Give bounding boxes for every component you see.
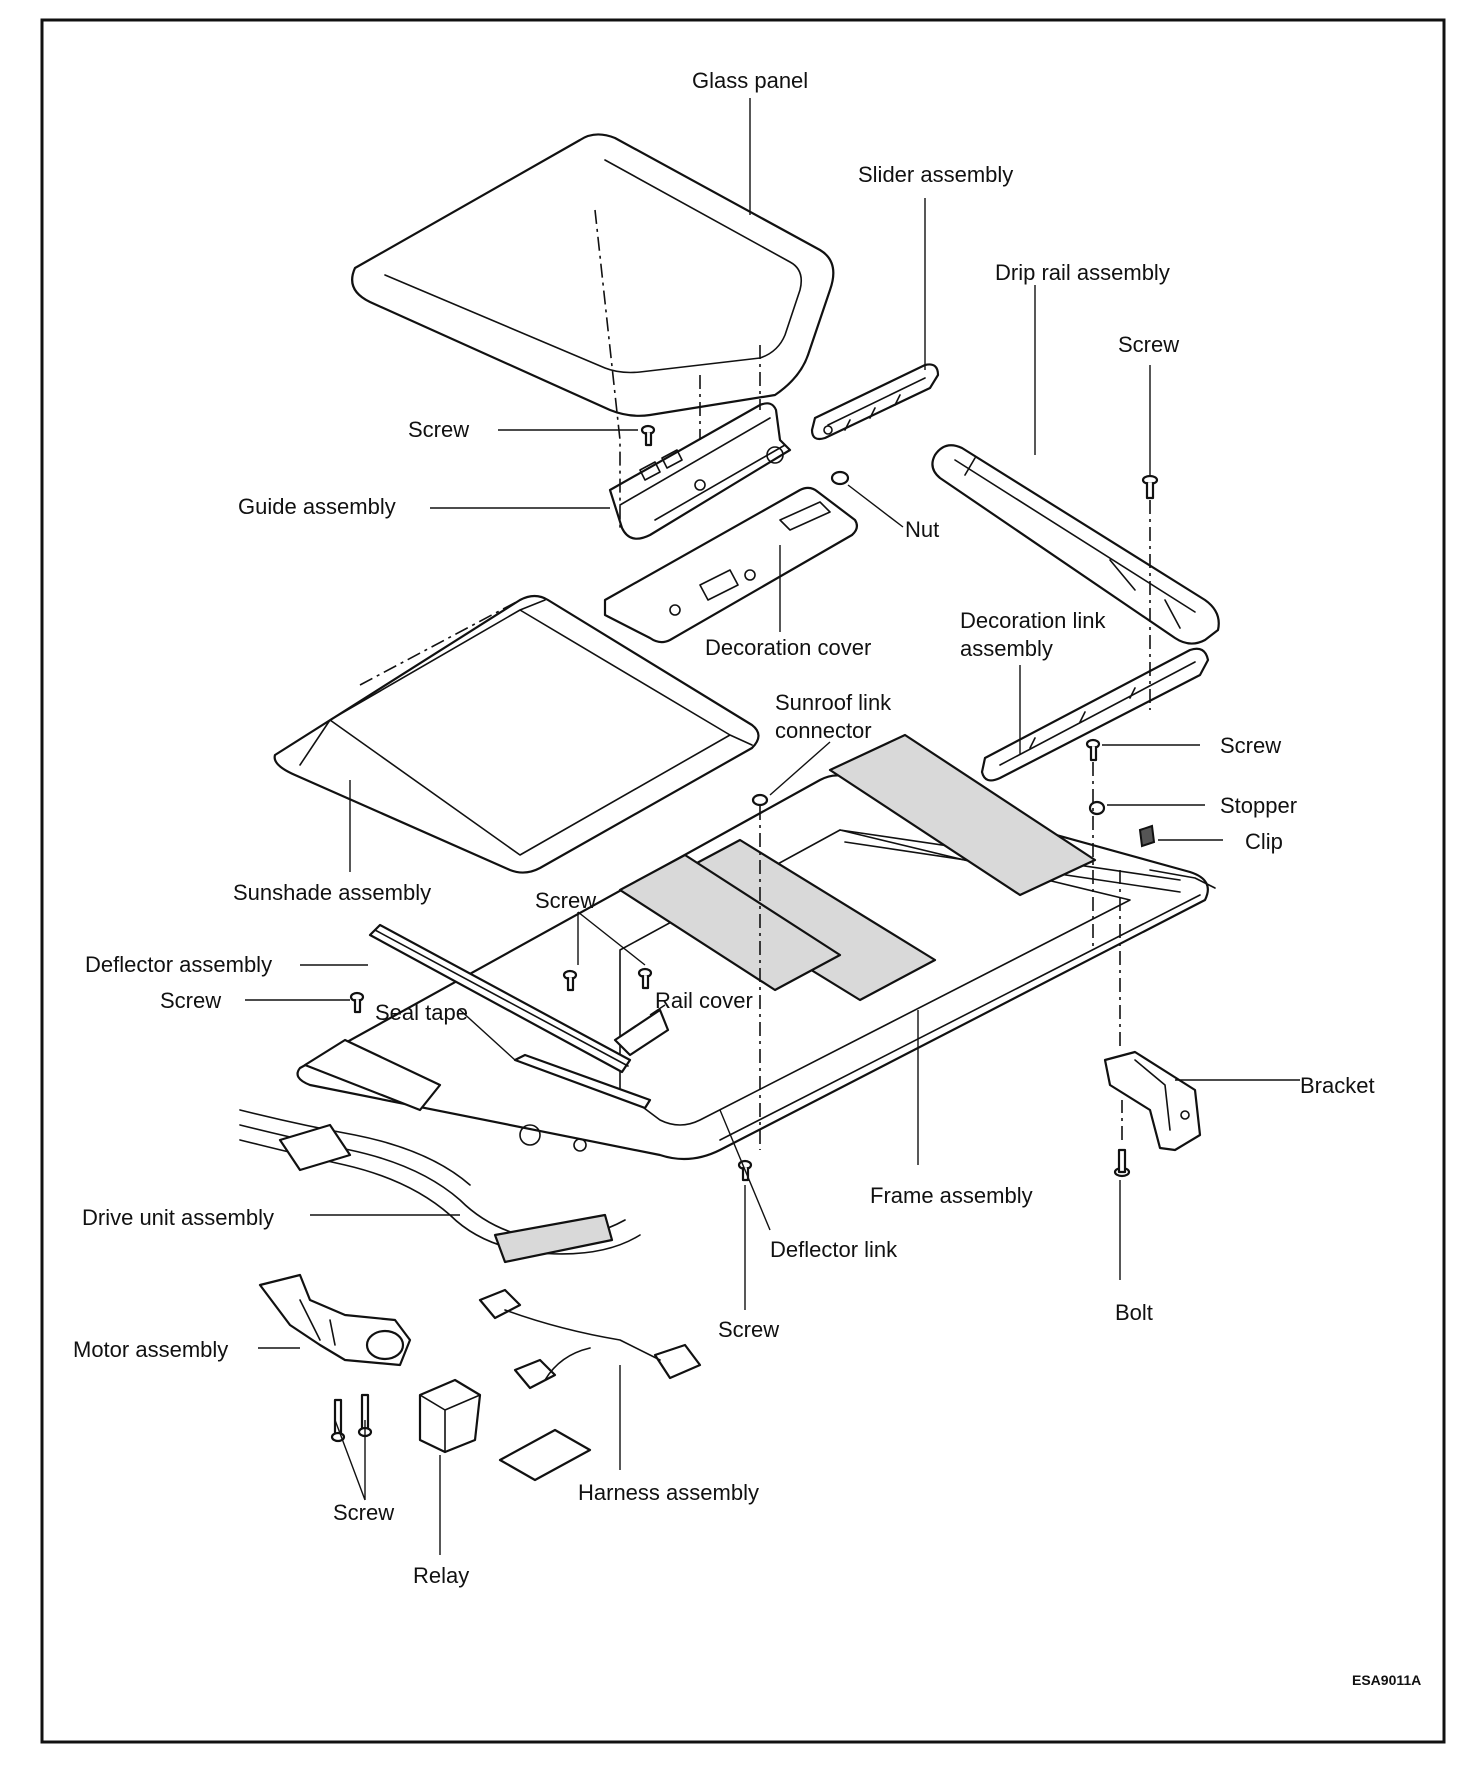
- label-drip-rail-assembly: Drip rail assembly: [995, 260, 1170, 285]
- screw-right-part: [1085, 738, 1101, 762]
- label-decoration-link-2: assembly: [960, 636, 1053, 661]
- label-bracket: Bracket: [1300, 1073, 1375, 1098]
- label-screw-drip-rail: Screw: [1118, 332, 1179, 357]
- screw-left-part: [349, 991, 365, 1014]
- seal-tape-part: [513, 1053, 652, 1110]
- label-decoration-link-1: Decoration link: [960, 608, 1107, 633]
- glass-panel-part: [351, 133, 835, 417]
- screw-deflector-left-part: [562, 969, 578, 992]
- diagram-border: [40, 18, 1446, 1744]
- slider-assembly-part: [810, 363, 940, 441]
- label-stopper: Stopper: [1220, 793, 1297, 818]
- label-relay: Relay: [413, 1563, 469, 1588]
- label-sunroof-link-1: Sunroof link: [775, 690, 892, 715]
- guide-assembly-part: [608, 402, 792, 540]
- rear-housing-part: [303, 1038, 587, 1152]
- label-screw-deflector: Screw: [535, 888, 596, 913]
- harness-assembly-part: [478, 1288, 702, 1482]
- label-deflector-link: Deflector link: [770, 1237, 898, 1262]
- label-screw-right: Screw: [1220, 733, 1281, 758]
- label-screw-guide: Screw: [408, 417, 469, 442]
- screw-drive-unit-part: [737, 1159, 753, 1182]
- figure-code: ESA9011A: [1352, 1672, 1421, 1688]
- drive-unit-assembly-part: [239, 1109, 641, 1264]
- label-frame-assembly: Frame assembly: [870, 1183, 1033, 1208]
- stopper-part: [1088, 800, 1106, 816]
- decoration-link-assembly-part: [980, 647, 1210, 782]
- sunshade-assembly-part: [273, 594, 760, 874]
- label-sunroof-link-2: connector: [775, 718, 872, 743]
- screw-drip-rail-part: [1141, 474, 1159, 500]
- label-decoration-cover: Decoration cover: [705, 635, 871, 660]
- label-bolt: Bolt: [1115, 1300, 1153, 1325]
- deflector-assembly-part: [368, 923, 632, 1074]
- alignment-lines: [359, 209, 1151, 1150]
- screw-motor-left-part: [330, 1398, 346, 1443]
- label-screw-left: Screw: [160, 988, 221, 1013]
- label-rail-cover: Rail cover: [655, 988, 753, 1013]
- label-screw-motor: Screw: [333, 1500, 394, 1525]
- label-deflector-assembly: Deflector assembly: [85, 952, 272, 977]
- label-clip: Clip: [1245, 829, 1283, 854]
- label-motor-assembly: Motor assembly: [73, 1337, 228, 1362]
- rail-cover-part: [613, 1008, 670, 1057]
- label-sunshade-assembly: Sunshade assembly: [233, 880, 431, 905]
- part-labels: Glass panel Slider assembly Drip rail as…: [73, 68, 1421, 1688]
- motor-assembly-part: [258, 1273, 412, 1367]
- nut-part: [830, 470, 850, 486]
- screw-deflector-right-part: [637, 967, 653, 990]
- label-seal-tape: Seal tape: [375, 1000, 468, 1025]
- relay-part: [418, 1378, 482, 1454]
- drip-rail-assembly-part: [931, 444, 1220, 645]
- label-nut: Nut: [905, 517, 939, 542]
- leader-lines: [245, 98, 1300, 1555]
- sunroof-link-connector-part: [751, 793, 769, 807]
- label-drive-unit-assembly: Drive unit assembly: [82, 1205, 274, 1230]
- bolt-part: [1113, 1148, 1131, 1178]
- screw-guide-part: [640, 424, 656, 447]
- label-glass-panel: Glass panel: [692, 68, 808, 93]
- clip-part: [1138, 824, 1156, 848]
- decoration-cover-part: [603, 486, 859, 644]
- label-guide-assembly: Guide assembly: [238, 494, 396, 519]
- bracket-part: [1103, 1050, 1202, 1152]
- label-harness-assembly: Harness assembly: [578, 1480, 759, 1505]
- label-screw-drive-unit: Screw: [718, 1317, 779, 1342]
- label-slider-assembly: Slider assembly: [858, 162, 1013, 187]
